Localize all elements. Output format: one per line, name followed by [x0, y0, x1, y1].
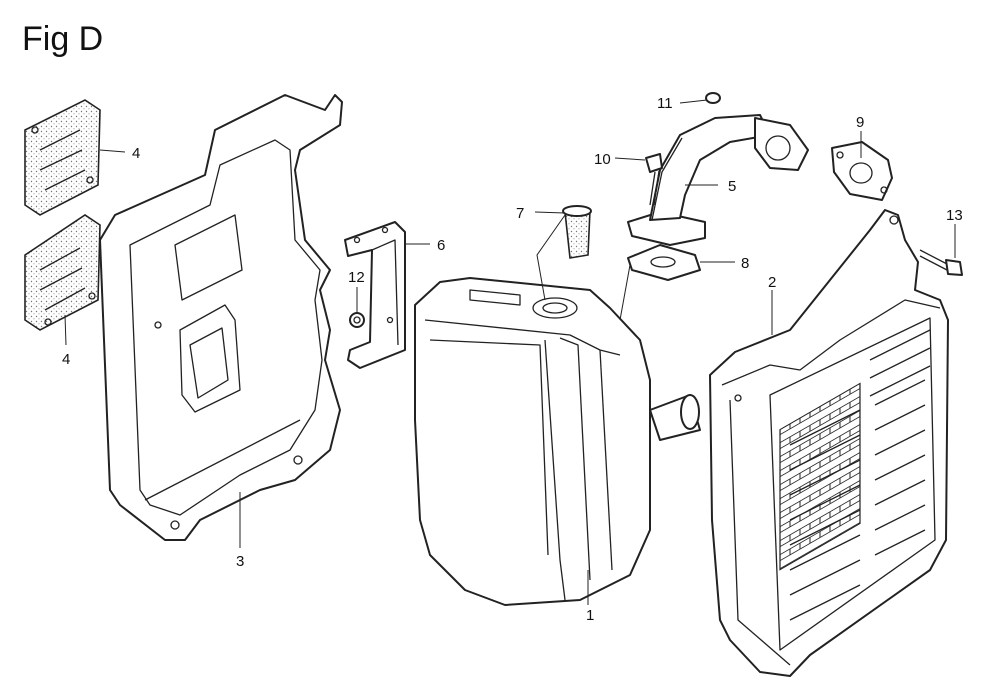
protector-bolt-part — [919, 249, 963, 276]
exhaust-pipe-part — [627, 114, 809, 246]
flange-nut-part — [705, 92, 721, 104]
callout-1: 1 — [586, 607, 594, 624]
callout-5: 5 — [728, 178, 736, 195]
callout-10: 10 — [594, 151, 611, 168]
spark-arrester-screen-part — [562, 205, 592, 259]
callout-13: 13 — [946, 207, 963, 224]
callout-12: 12 — [348, 269, 365, 286]
cover-plate-lower-part — [24, 214, 101, 331]
callout-7: 7 — [516, 205, 524, 222]
callout-4-upper: 4 — [132, 145, 140, 162]
figure-title: Fig D — [22, 20, 104, 58]
cover-plate-upper-part — [24, 99, 101, 216]
leader-lines — [64, 99, 956, 605]
pipe-bolt-part — [645, 153, 663, 206]
callout-3: 3 — [236, 553, 244, 570]
pipe-gasket-part — [627, 244, 701, 281]
muffler-part — [414, 277, 701, 606]
callout-2: 2 — [768, 274, 776, 291]
callout-4-lower: 4 — [62, 351, 70, 368]
muffler-stay-part — [344, 221, 406, 369]
callout-8: 8 — [741, 255, 749, 272]
callout-6: 6 — [437, 237, 445, 254]
muffler-protector-part — [709, 209, 949, 677]
stay-nut-part — [349, 312, 365, 328]
muffler-cover-part — [99, 94, 343, 541]
exhaust-gasket-part — [831, 141, 893, 201]
callout-9: 9 — [856, 114, 864, 131]
callout-11: 11 — [657, 95, 673, 112]
callout-labels: 1 2 3 4 4 5 6 7 8 9 10 11 12 13 — [62, 95, 963, 624]
